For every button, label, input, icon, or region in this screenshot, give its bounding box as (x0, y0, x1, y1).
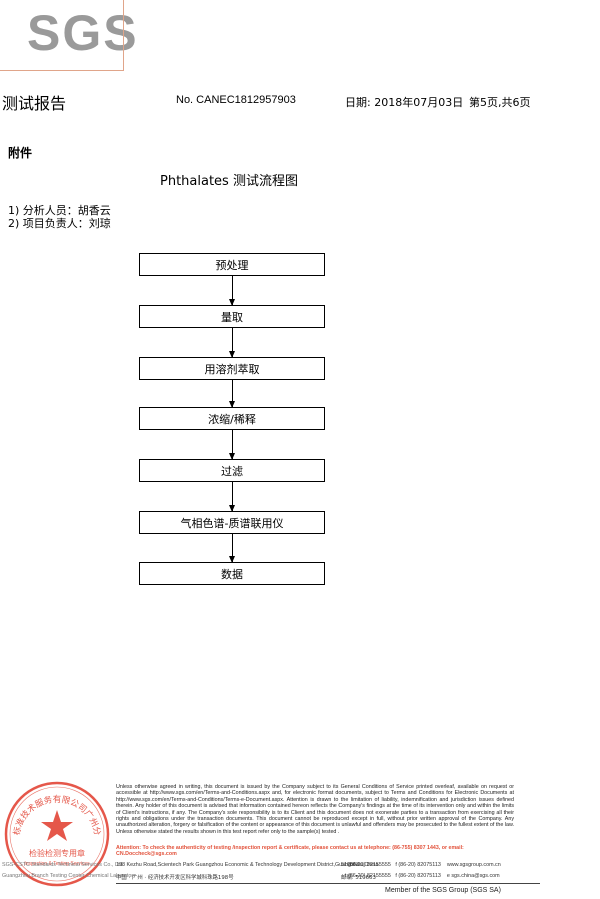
legal-disclaimer: Unless otherwise agreed in writing, this… (116, 784, 514, 835)
telephone-cn: t (86-20) 82155555 (345, 873, 391, 879)
seal-en-text: Inspection & Testing Services (24, 861, 90, 867)
flow-arrow (229, 482, 235, 512)
flow-step: 量取 (139, 305, 325, 328)
analyst-line: 1) 分析人员：胡香云 (8, 204, 111, 217)
flow-step: 用溶剂萃取 (139, 357, 325, 380)
authenticity-notice: Attention: To check the authenticity of … (116, 845, 464, 858)
report-number: No. CANEC1812957903 (176, 94, 296, 106)
address-cn: 中国 · 广州 · 经济技术开发区科学城科珠路198号 (116, 875, 234, 881)
flow-arrow (229, 534, 235, 563)
flow-step: 预处理 (139, 253, 325, 276)
sgs-logo: SGS (27, 5, 139, 61)
branch-name-en: Guangzhou Branch Testing Center Chemical… (2, 873, 136, 879)
seal-inner-text: 检验检测专用章 (29, 848, 85, 858)
telephone: t (86-20) 82155555 (345, 862, 391, 868)
report-title: 测试报告 (2, 94, 67, 113)
address-row-en: 198 Kezhu Road,Scientech Park Guangzhou … (116, 862, 459, 868)
logo-divider-vertical (123, 0, 124, 70)
zip-cn-label: 邮编: (341, 875, 354, 881)
page-indicator: 第5页,共6页 (469, 96, 531, 109)
contact-row-2: t (86-20) 82155555 f (86-20) 82075113 e … (345, 873, 500, 879)
flow-arrow (229, 380, 235, 408)
zip-cn: 510663 (355, 875, 376, 881)
address-row-cn: 中国 · 广州 · 经济技术开发区科学城科珠路198号 邮编: 510663 (116, 873, 459, 881)
flowchart-title: Phthalates 测试流程图 (160, 174, 298, 189)
report-date: 日期: 2018年07月03日 (345, 96, 464, 109)
email: e sgs.china@sgs.com (446, 873, 500, 879)
member-statement: Member of the SGS Group (SGS SA) (385, 887, 501, 894)
annex-label: 附件 (8, 146, 33, 160)
website: www.sgsgroup.com.cn (446, 862, 501, 868)
fax: f (86-20) 82075113 (395, 862, 441, 868)
flow-step: 数据 (139, 562, 325, 585)
logo-divider-horizontal (0, 70, 124, 71)
contact-row-1: t (86-20) 82155555 f (86-20) 82075113 ww… (345, 862, 501, 868)
official-seal: 通标标准技术服务有限公司广州分公司 检验检测专用章 Inspection & T… (3, 780, 110, 887)
fax-cn: f (86-20) 82075113 (395, 873, 441, 879)
zip-en: 510663 (341, 862, 359, 868)
flow-step: 气相色谱-质谱联用仪 (139, 511, 325, 534)
flow-arrow (229, 430, 235, 460)
flow-arrow (229, 276, 235, 306)
company-name-en: SGS-CSTC Standards Technical Services Co… (2, 862, 124, 868)
flow-arrow (229, 328, 235, 358)
project-lead-line: 2) 项目负责人：刘琼 (8, 217, 111, 230)
address-en: 198 Kezhu Road,Scientech Park Guangzhou … (116, 862, 379, 868)
flow-step: 过滤 (139, 459, 325, 482)
footer-divider (116, 883, 540, 884)
flow-step: 浓缩/稀释 (139, 407, 325, 430)
